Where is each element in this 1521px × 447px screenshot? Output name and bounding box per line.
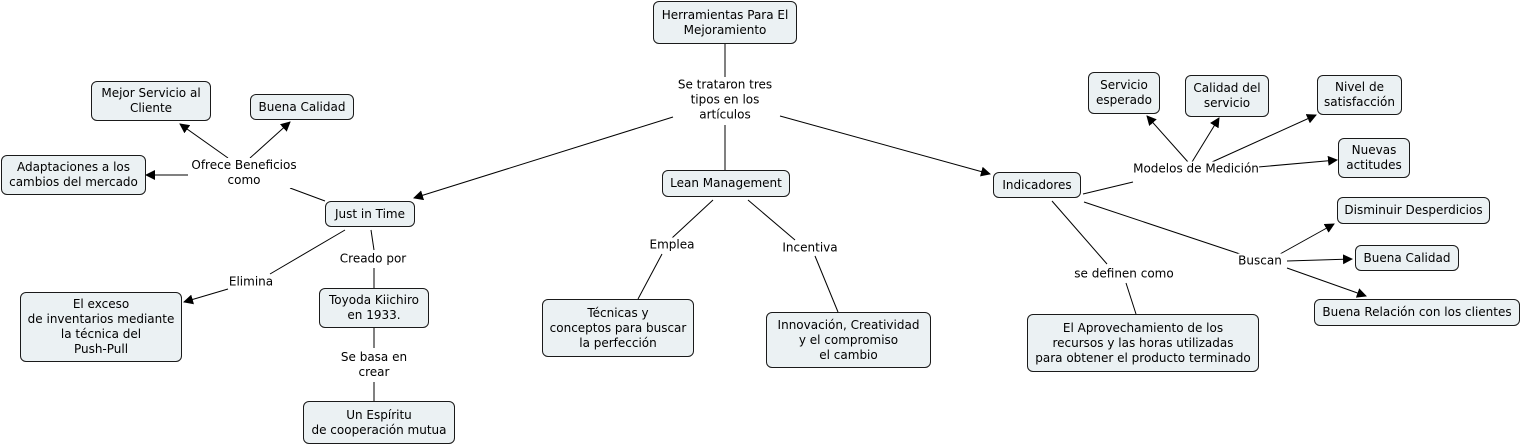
- edge-jit-ofrece: [289, 187, 326, 202]
- edge-ofrece-calidad: [249, 121, 291, 159]
- link-emplea: Emplea: [649, 237, 695, 253]
- node-tecnicas[interactable]: Técnicas y conceptos para buscar la perf…: [542, 299, 694, 357]
- edge-ind-sedefinen: [1051, 200, 1108, 265]
- edge-elimina-exceso: [183, 288, 229, 305]
- edge-jit-elimina: [269, 229, 346, 275]
- edge-modelos-nuevas: [1257, 155, 1338, 168]
- link-creado-por: Creado por: [339, 251, 407, 267]
- node-buena-calidad-ind[interactable]: Buena Calidad: [1355, 245, 1459, 271]
- edge-buscan-calidad: [1286, 254, 1353, 265]
- link-se-trataron: Se trataron tres tipos en los artículos: [677, 77, 773, 123]
- edge-ind-modelos: [1082, 181, 1134, 195]
- node-aprovechamiento[interactable]: El Aprovechamiento de los recursos y las…: [1027, 314, 1259, 372]
- link-se-basa: Se basa en crear: [340, 350, 408, 380]
- node-adaptaciones[interactable]: Adaptaciones a los cambios del mercado: [1, 155, 146, 195]
- link-ofrece-beneficios: Ofrece Beneficios como: [191, 158, 297, 188]
- edge-buscan-disminuir: [1279, 223, 1335, 255]
- edge-buscan-relacion: [1286, 267, 1367, 298]
- node-servicio-esperado[interactable]: Servicio esperado: [1088, 72, 1160, 114]
- node-espiritu[interactable]: Un Espíritu de cooperación mutua: [303, 401, 455, 444]
- edge-ind-buscan: [1083, 201, 1241, 255]
- edge-modelos-nivel: [1211, 114, 1317, 163]
- node-mejor-servicio[interactable]: Mejor Servicio al Cliente: [91, 81, 211, 121]
- node-calidad-servicio[interactable]: Calidad del servicio: [1185, 75, 1269, 117]
- node-disminuir-desperdicios[interactable]: Disminuir Desperdicios: [1337, 197, 1490, 224]
- link-modelos-medicion: Modelos de Medición: [1133, 161, 1259, 177]
- link-se-definen: se definen como: [1074, 266, 1174, 282]
- edge-lean-incentiva: [747, 199, 796, 241]
- edge-lean-emplea: [671, 199, 714, 239]
- edge-modelos-calidad: [1191, 117, 1220, 163]
- edge-modelos-servicio: [1146, 115, 1189, 163]
- link-buscan: Buscan: [1238, 253, 1282, 269]
- node-indicadores[interactable]: Indicadores: [993, 172, 1081, 198]
- node-buena-calidad-jit[interactable]: Buena Calidad: [250, 94, 354, 120]
- node-root[interactable]: Herramientas Para El Mejoramiento: [653, 1, 797, 44]
- node-innovacion[interactable]: Innovación, Creatividad y el compromiso …: [766, 312, 931, 368]
- node-just-in-time[interactable]: Just in Time: [325, 201, 415, 227]
- edge-sedefinen-aprov: [1125, 282, 1137, 315]
- edge-jit-creado: [370, 229, 375, 251]
- node-nivel-satisfaccion[interactable]: Nivel de satisfacción: [1317, 75, 1402, 115]
- link-incentiva: Incentiva: [782, 240, 838, 256]
- node-exceso-inventarios[interactable]: El exceso de inventarios mediante la téc…: [20, 292, 182, 362]
- edge-ofrece-mejor: [179, 123, 229, 159]
- edge-incentiva-innov: [814, 255, 839, 313]
- node-buena-relacion[interactable]: Buena Relación con los clientes: [1314, 299, 1520, 326]
- link-elimina: Elimina: [228, 274, 274, 290]
- edge-emplea-tecnicas: [637, 253, 663, 300]
- node-nuevas-actitudes[interactable]: Nuevas actitudes: [1338, 138, 1410, 178]
- edge-label-ind: [779, 115, 991, 177]
- edge-label-jit: [413, 116, 674, 201]
- node-lean-management[interactable]: Lean Management: [662, 170, 790, 197]
- node-toyoda[interactable]: Toyoda Kiichiro en 1933.: [319, 288, 429, 328]
